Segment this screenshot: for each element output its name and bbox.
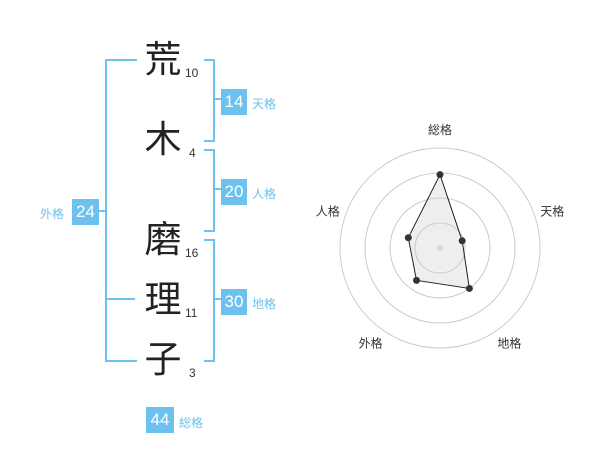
gaikaku-tick <box>99 210 107 212</box>
name-char-5: 子 <box>144 338 182 381</box>
name-char-4: 理 <box>144 278 182 321</box>
radar-point-1 <box>436 171 444 179</box>
radar-point-5 <box>404 234 412 242</box>
radar-point-2 <box>458 237 466 245</box>
stroke-count-4: 11 <box>185 306 198 320</box>
stroke-count-1: 10 <box>185 66 199 80</box>
chikaku-tick <box>213 298 221 300</box>
tenkaku-label: 天格 <box>252 97 277 111</box>
radar-point-4 <box>412 276 420 284</box>
jinkaku-bracket <box>204 149 215 232</box>
radar-ring <box>339 147 541 349</box>
radar-center <box>437 245 443 251</box>
tenkaku-value: 14 <box>221 89 247 115</box>
radar-polygon <box>407 173 470 290</box>
radar-axis-label-3: 地格 <box>497 335 521 350</box>
gaikaku-inner-tick <box>105 298 135 300</box>
chikaku-label: 地格 <box>252 297 277 311</box>
tenkaku-bracket <box>204 59 215 142</box>
chikaku-bracket <box>204 239 215 362</box>
chikaku-value: 30 <box>221 289 247 315</box>
stroke-count-2: 4 <box>189 146 196 160</box>
gaikaku-label: 外格 <box>40 207 65 221</box>
name-char-3: 磨 <box>144 218 182 261</box>
jinkaku-tick <box>213 188 221 190</box>
radar-axis-label-1: 総格 <box>428 122 452 137</box>
jinkaku-value: 20 <box>221 179 247 205</box>
radar-axis-label-4: 外格 <box>359 335 383 350</box>
name-char-1: 荒 <box>144 38 182 81</box>
stroke-count-3: 16 <box>185 246 199 260</box>
radar-axis-label-5: 人格 <box>316 204 340 219</box>
tenkaku-tick <box>213 98 221 100</box>
radar-ring <box>414 222 466 274</box>
gaikaku-bracket <box>105 59 137 362</box>
jinkaku-label: 人格 <box>252 187 277 201</box>
radar-axis-label-2: 天格 <box>540 204 564 219</box>
name-char-2: 木 <box>144 118 182 161</box>
radar-point-3 <box>465 284 473 292</box>
stroke-count-5: 3 <box>189 366 196 380</box>
radar-ring <box>389 197 491 299</box>
gaikaku-value: 24 <box>72 199 99 225</box>
soukaku-label: 総格 <box>179 416 204 430</box>
soukaku-value: 44 <box>146 407 174 433</box>
